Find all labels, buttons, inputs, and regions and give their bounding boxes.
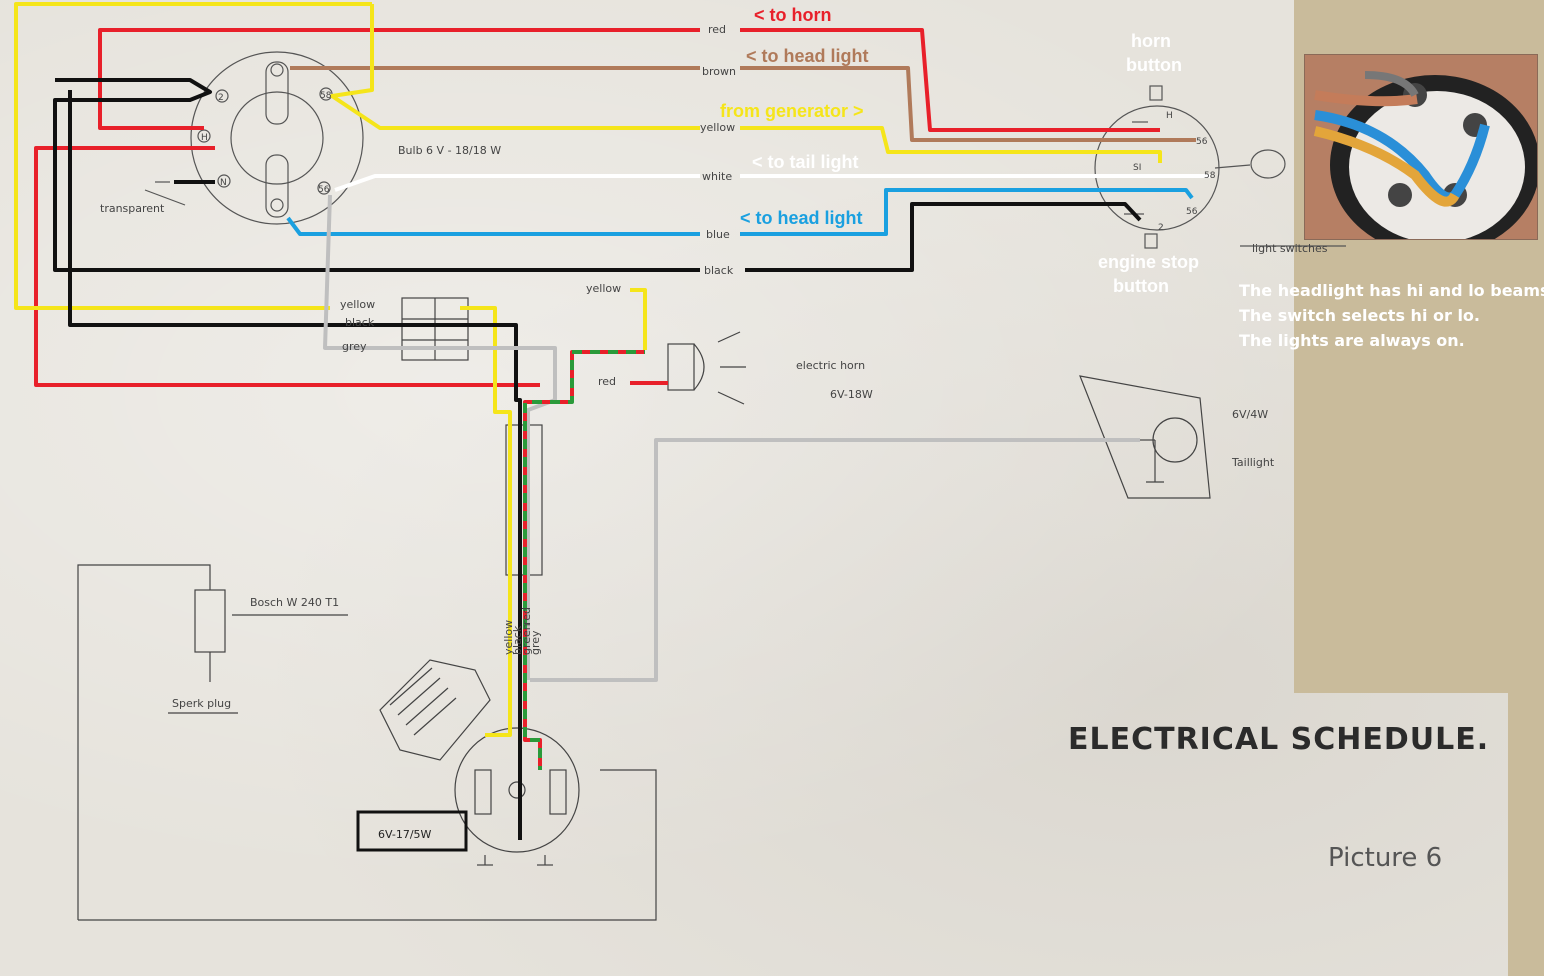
- photo-drawing: [1305, 55, 1537, 239]
- bundle-label-red: red: [520, 607, 533, 625]
- bulb-label: Bulb 6 V - 18/18 W: [398, 144, 501, 157]
- wire-label-black: black: [704, 264, 734, 277]
- terminal-2: 2: [218, 93, 224, 103]
- wire-brown-right: [740, 66, 1196, 142]
- electric-horn-label: electric horn: [796, 359, 865, 372]
- lamp-rating-label: 6V-17/5W: [378, 828, 432, 841]
- switch-wiring-photo: [1304, 54, 1538, 240]
- taillight-label: Taillight: [1231, 456, 1275, 469]
- wire-red-loop: [34, 146, 540, 387]
- annotation-horn: horn: [1131, 31, 1171, 51]
- annotation-engine-stop-button: button: [1113, 276, 1169, 296]
- wire-label-black-block: black: [345, 316, 375, 329]
- wire-grey-tail: [530, 438, 1140, 682]
- wire-label-brown: brown: [702, 65, 736, 78]
- bosch-label: Bosch W 240 T1: [250, 596, 339, 609]
- wire-yellow-harness: [630, 288, 647, 350]
- diagram-title: ELECTRICAL SCHEDULE.: [1068, 722, 1490, 757]
- terminal-labels: 2 H N 58 56 H 56 SI 58 56 2: [201, 91, 1216, 233]
- terminal-56: 56: [318, 185, 330, 195]
- transparent-label: transparent: [100, 202, 165, 215]
- annotation-to-head-light-blue: < to head light: [740, 208, 863, 228]
- terminal-58: 58: [320, 91, 332, 101]
- generator: [356, 659, 580, 866]
- wire-yellow-loop: [14, 2, 372, 310]
- wire-labels: red brown yellow white blue black yellow…: [340, 23, 736, 655]
- switch-terminal-58: 58: [1204, 171, 1216, 181]
- wire-label-grey: grey: [342, 340, 367, 353]
- wire-black-harness: [68, 90, 522, 840]
- note-line-1: The headlight has hi and lo beams.: [1239, 281, 1544, 300]
- bundle-label-black: black: [511, 625, 524, 655]
- wire-blue-right: [740, 188, 1194, 236]
- wire-yellow-right: [740, 126, 1162, 163]
- wire-blue: [286, 216, 700, 236]
- wire-label-red-horn: red: [598, 375, 616, 388]
- connector-block: [401, 297, 469, 361]
- bundle-label-green: green: [520, 623, 533, 655]
- spark-plug-label: Sperk plug: [172, 697, 231, 710]
- vertical-bundle-labels: yellow black green red grey: [502, 607, 542, 655]
- horn-rating-label: 6V-18W: [830, 388, 873, 401]
- side-panel-strip: [1508, 693, 1544, 976]
- picture-label: Picture 6: [1328, 843, 1443, 873]
- wire-black-right: [745, 202, 1142, 272]
- bundle-label-grey: grey: [529, 630, 542, 655]
- wire-label-white: white: [702, 170, 732, 183]
- wire-white: [334, 174, 700, 192]
- spark-plug: [77, 564, 657, 921]
- switch-terminal-56b: 56: [1186, 207, 1198, 217]
- taillight: [1079, 375, 1211, 499]
- terminal-h: H: [201, 133, 208, 143]
- wire-yellow-gen: [330, 4, 700, 130]
- wire-label-blue: blue: [706, 228, 730, 241]
- electric-horn: [667, 331, 746, 405]
- wire-green-red: [523, 350, 645, 770]
- switch-terminal-si: SI: [1133, 163, 1141, 173]
- switch-terminal-56a: 56: [1196, 137, 1208, 147]
- component-labels: Bulb 6 V - 18/18 W transparent electric …: [100, 144, 1328, 841]
- wire-grey: [323, 194, 557, 680]
- annotation-to-tail-light: < to tail light: [752, 152, 859, 172]
- wire-label-yellow-block: yellow: [340, 298, 375, 311]
- note-line-3: The lights are always on.: [1239, 331, 1465, 350]
- switch-unit: [1094, 85, 1346, 249]
- note-line-2: The switch selects hi or lo.: [1239, 306, 1480, 325]
- tail-rating-label: 6V/4W: [1232, 408, 1268, 421]
- annotation-from-generator: from generator >: [720, 101, 864, 121]
- switch-terminal-h: H: [1166, 111, 1173, 121]
- switch-terminal-2: 2: [1158, 223, 1164, 233]
- light-switches-label: light switches: [1252, 242, 1328, 255]
- wire-label-yellow: yellow: [700, 121, 735, 134]
- wire-red-horn-right: [740, 28, 1160, 132]
- annotation-engine-stop: engine stop: [1098, 252, 1199, 272]
- terminal-n: N: [220, 178, 227, 188]
- annotation-to-head-light-brown: < to head light: [746, 46, 869, 66]
- wire-black-loop: [53, 78, 700, 272]
- wire-yellow-down: [460, 306, 512, 737]
- wire-green-red-alt: [523, 350, 645, 770]
- annotation-labels: < to horn < to head light from generator…: [720, 5, 1199, 296]
- annotation-to-horn: < to horn: [754, 5, 832, 25]
- wire-label-yellow-harness: yellow: [586, 282, 621, 295]
- wire-label-red: red: [708, 23, 726, 36]
- bundle-label-yellow: yellow: [502, 620, 515, 655]
- wires: [14, 2, 1210, 840]
- annotation-button: button: [1126, 55, 1182, 75]
